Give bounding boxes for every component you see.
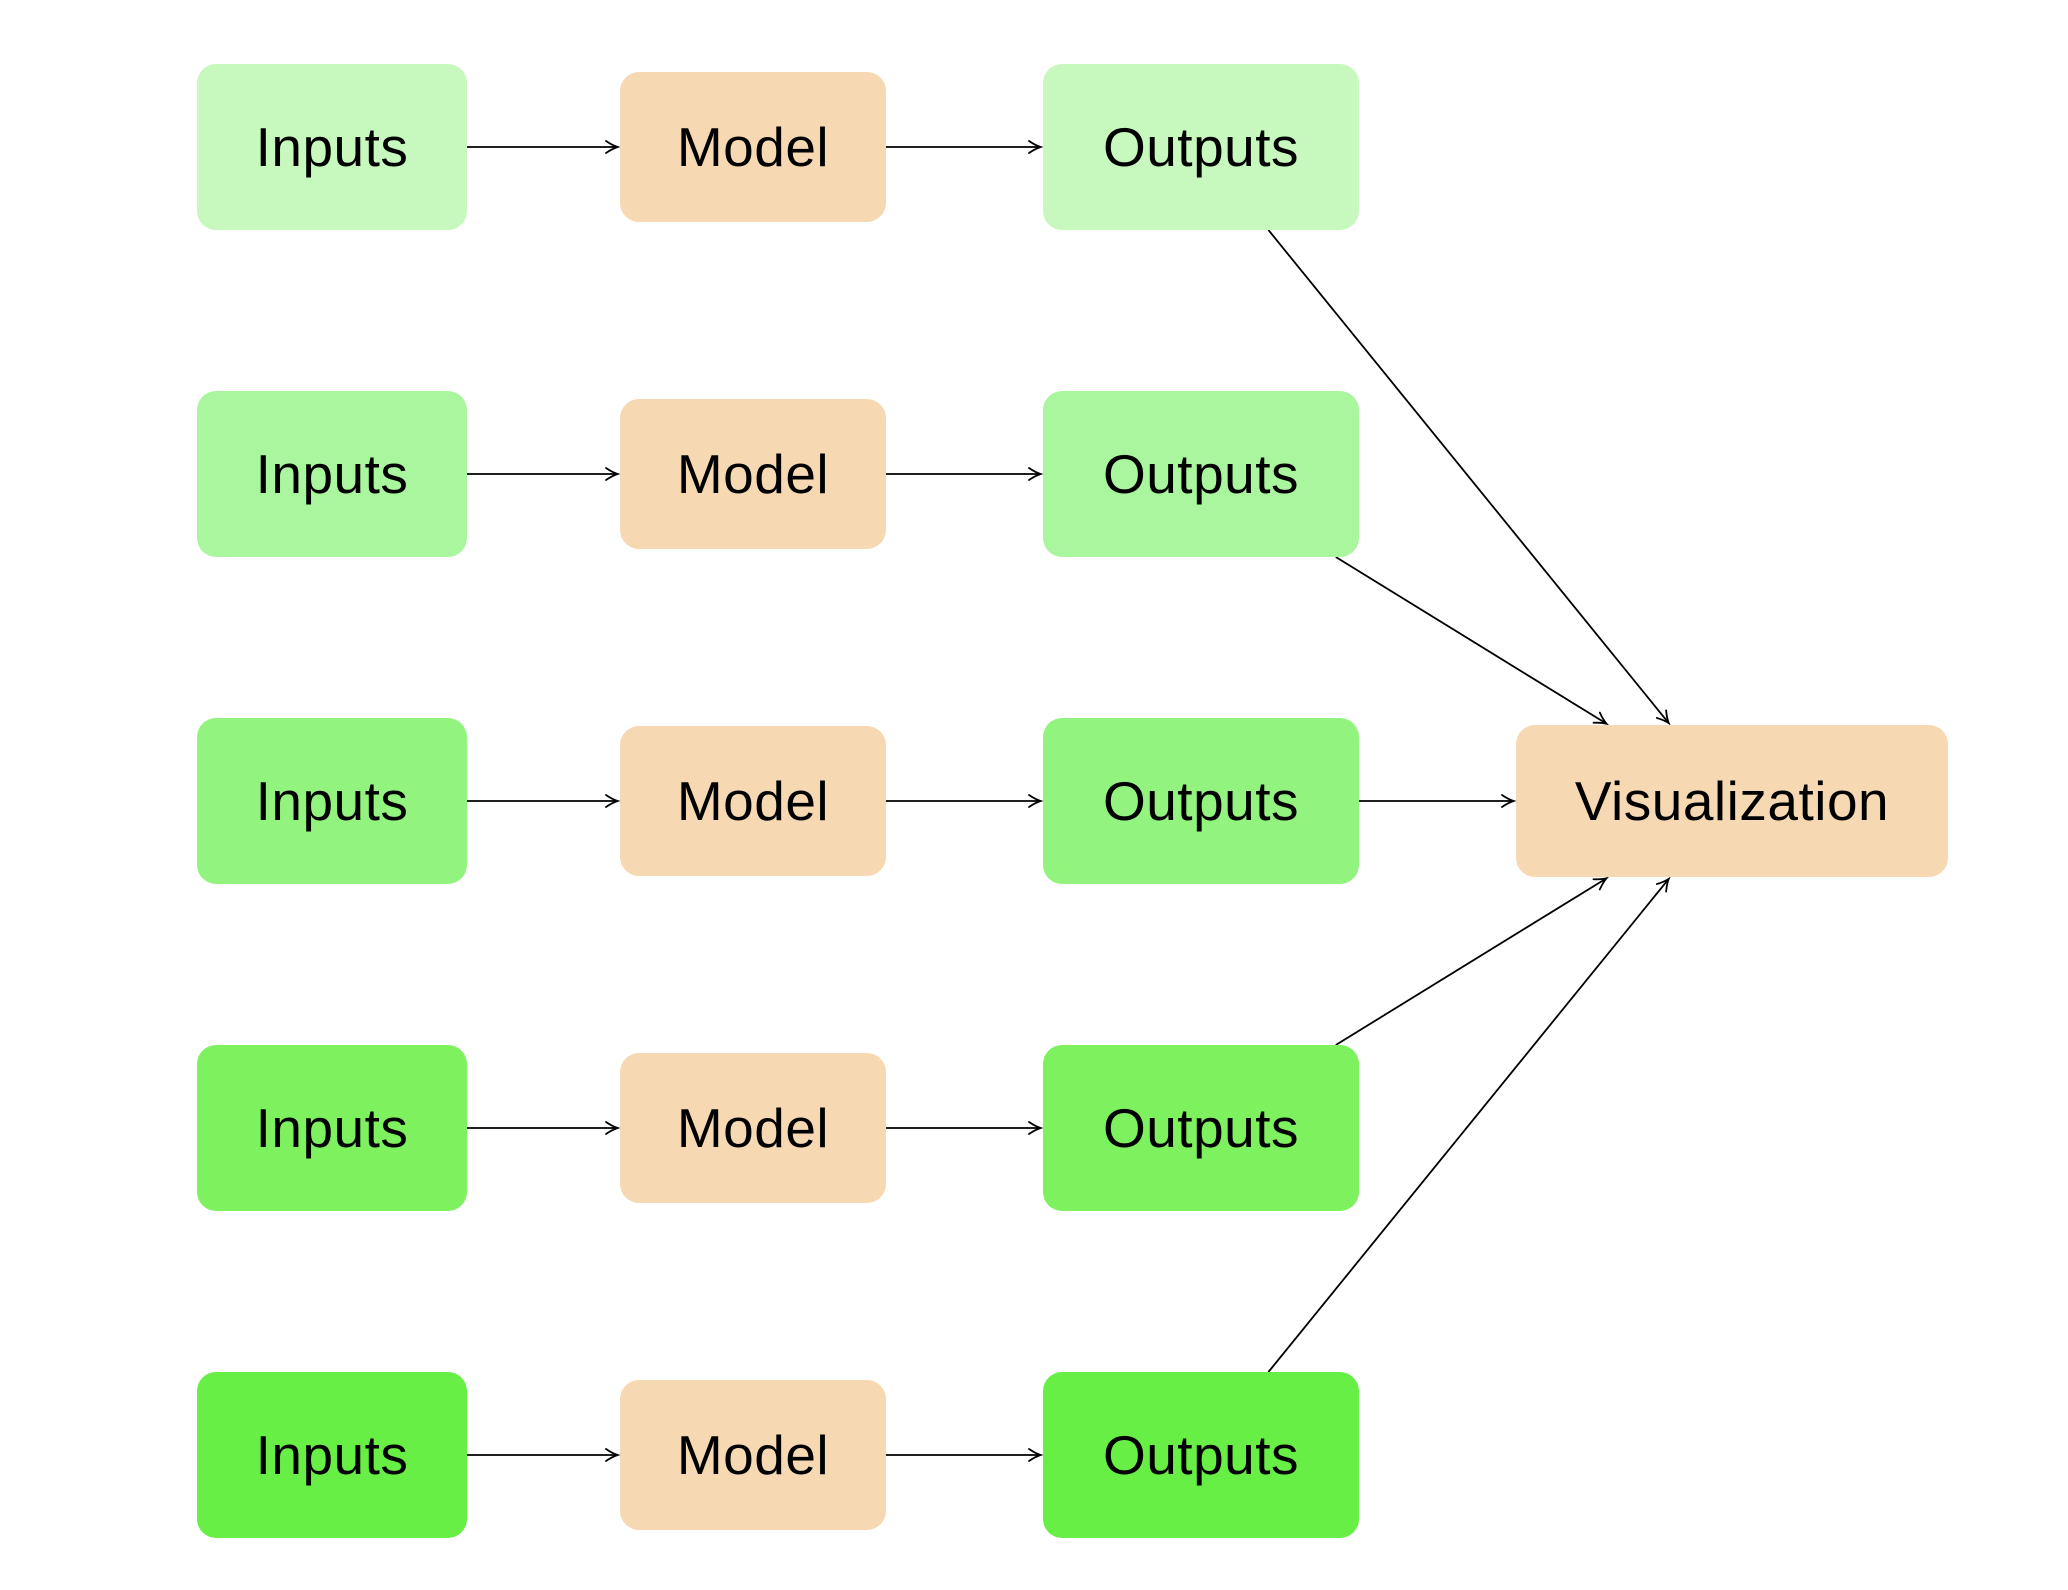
arrow-outputs-to-visualization-row4	[1335, 876, 1610, 1046]
node-model-row1: Model	[620, 72, 886, 222]
node-inputs-row4: Inputs	[197, 1045, 467, 1211]
node-outputs-row1: Outputs	[1043, 64, 1359, 230]
node-outputs-row2: Outputs	[1043, 391, 1359, 557]
node-inputs-row1: Inputs	[197, 64, 467, 230]
node-model-row4-label: Model	[676, 1097, 830, 1159]
node-model-row4: Model	[620, 1053, 886, 1203]
node-model-row2: Model	[620, 399, 886, 549]
node-model-row1-label: Model	[676, 116, 830, 178]
node-visualization-label: Visualization	[1574, 770, 1890, 832]
node-inputs-row2: Inputs	[197, 391, 467, 557]
node-inputs-row1-label: Inputs	[255, 116, 409, 178]
arrow-outputs-to-visualization-row2	[1335, 556, 1610, 726]
node-model-row5-label: Model	[676, 1424, 830, 1486]
node-inputs-row2-label: Inputs	[255, 443, 409, 505]
node-outputs-row5-label: Outputs	[1102, 1424, 1300, 1486]
edges-group	[467, 140, 1671, 1462]
node-model-row5: Model	[620, 1380, 886, 1530]
node-inputs-row3: Inputs	[197, 718, 467, 884]
arrow-outputs-to-visualization-row5	[1267, 876, 1671, 1373]
node-visualization: Visualization	[1516, 725, 1948, 877]
node-outputs-row3-label: Outputs	[1102, 770, 1300, 832]
node-model-row3-label: Model	[676, 770, 830, 832]
node-inputs-row5-label: Inputs	[255, 1424, 409, 1486]
node-inputs-row3-label: Inputs	[255, 770, 409, 832]
node-model-row2-label: Model	[676, 443, 830, 505]
node-outputs-row4-label: Outputs	[1102, 1097, 1300, 1159]
node-model-row3: Model	[620, 726, 886, 876]
node-outputs-row1-label: Outputs	[1102, 116, 1300, 178]
node-outputs-row5: Outputs	[1043, 1372, 1359, 1538]
node-inputs-row5: Inputs	[197, 1372, 467, 1538]
node-outputs-row3: Outputs	[1043, 718, 1359, 884]
arrow-outputs-to-visualization-row1	[1267, 229, 1671, 726]
node-outputs-row4: Outputs	[1043, 1045, 1359, 1211]
node-outputs-row2-label: Outputs	[1102, 443, 1300, 505]
node-inputs-row4-label: Inputs	[255, 1097, 409, 1159]
